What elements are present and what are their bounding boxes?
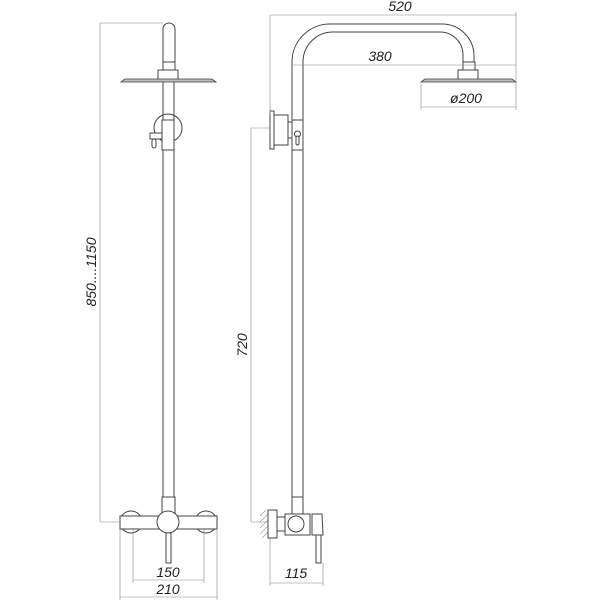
front-head-adapter	[157, 69, 179, 81]
wall-hatch	[259, 509, 269, 539]
side-mixer-connector	[276, 516, 286, 532]
side-view: 520 380 ø200 720 115	[234, 0, 518, 586]
side-head-adapter	[457, 69, 479, 81]
front-head-nut	[162, 61, 176, 71]
side-diverter-connector	[287, 121, 293, 139]
front-diverter-body	[161, 119, 175, 151]
front-diverter-handle	[151, 138, 157, 149]
side-mixer-pipe-connector	[291, 496, 304, 516]
eccentric-spacing-label: 150	[156, 564, 180, 580]
side-diverter-wallplate	[269, 110, 275, 150]
front-pipe	[162, 22, 176, 497]
side-shower-head	[419, 78, 518, 83]
side-pipe-arm	[291, 23, 475, 497]
front-mixer-lever	[165, 532, 172, 564]
head-diameter-label: ø200	[450, 90, 482, 106]
side-diverter-handle	[295, 135, 300, 146]
mixer-height-label: 720	[234, 333, 250, 357]
side-mixer-lever-body	[311, 513, 324, 536]
height-range-label: 850....1150	[83, 237, 99, 306]
side-head-nut	[462, 61, 476, 71]
front-diverter-lever	[149, 132, 163, 140]
front-mixer-body	[156, 510, 180, 534]
mixer-depth-label: 115	[285, 565, 308, 581]
side-mixer-flange	[267, 509, 278, 539]
side-mixer-cross	[287, 515, 305, 533]
side-diverter-flange	[273, 114, 289, 146]
front-view: 850....1150 150 210	[83, 22, 218, 600]
front-shower-head	[119, 78, 218, 83]
side-mixer-lever	[315, 534, 322, 564]
arm-reach-label: 380	[368, 48, 392, 64]
mixer-width-label: 210	[155, 581, 180, 597]
arm-total-label: 520	[388, 0, 412, 14]
